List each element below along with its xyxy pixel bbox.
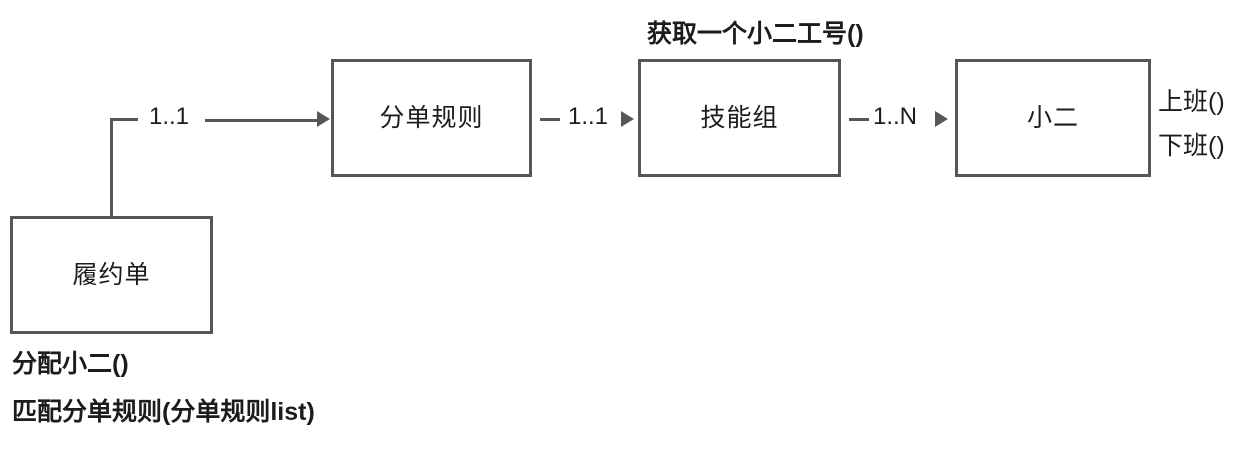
arrowhead-to-agent: [935, 111, 948, 127]
multiplicity-label-skillgroup-agent: 1..N: [873, 103, 918, 130]
method-label-fulfillment-match-rule: 匹配分单规则(分单规则list): [12, 398, 315, 426]
connector-fulfillment-to-rule: [205, 119, 319, 122]
method-label-fulfillment-assign-agent: 分配小二(): [12, 350, 129, 378]
entity-label-skillgroup: 技能组: [700, 103, 779, 132]
entity-box-fulfillment[interactable]: 履约单: [10, 216, 213, 334]
connector-fulfillment-vertical: [110, 118, 113, 218]
entity-label-fulfillment: 履约单: [72, 260, 151, 289]
multiplicity-label-fulfillment-rule: 1..1: [149, 103, 190, 130]
arrowhead-to-skillgroup: [621, 111, 634, 127]
entity-label-rule: 分单规则: [379, 103, 484, 132]
entity-box-rule[interactable]: 分单规则: [331, 59, 532, 177]
method-label-skillgroup-get-agent-id: 获取一个小二工号(): [647, 20, 864, 48]
entity-box-skillgroup[interactable]: 技能组: [638, 59, 841, 177]
entity-box-agent[interactable]: 小二: [955, 59, 1151, 177]
multiplicity-label-rule-skillgroup: 1..1: [568, 103, 609, 130]
entity-label-agent: 小二: [1026, 103, 1079, 132]
method-label-agent-clock-in: 上班(): [1158, 88, 1225, 116]
connector-fulfillment-stub: [110, 118, 138, 121]
method-label-agent-clock-out: 下班(): [1158, 132, 1225, 160]
connector-rule-to-skillgroup: [540, 118, 560, 121]
connector-skillgroup-to-agent: [849, 118, 869, 121]
arrowhead-to-rule: [317, 111, 330, 127]
